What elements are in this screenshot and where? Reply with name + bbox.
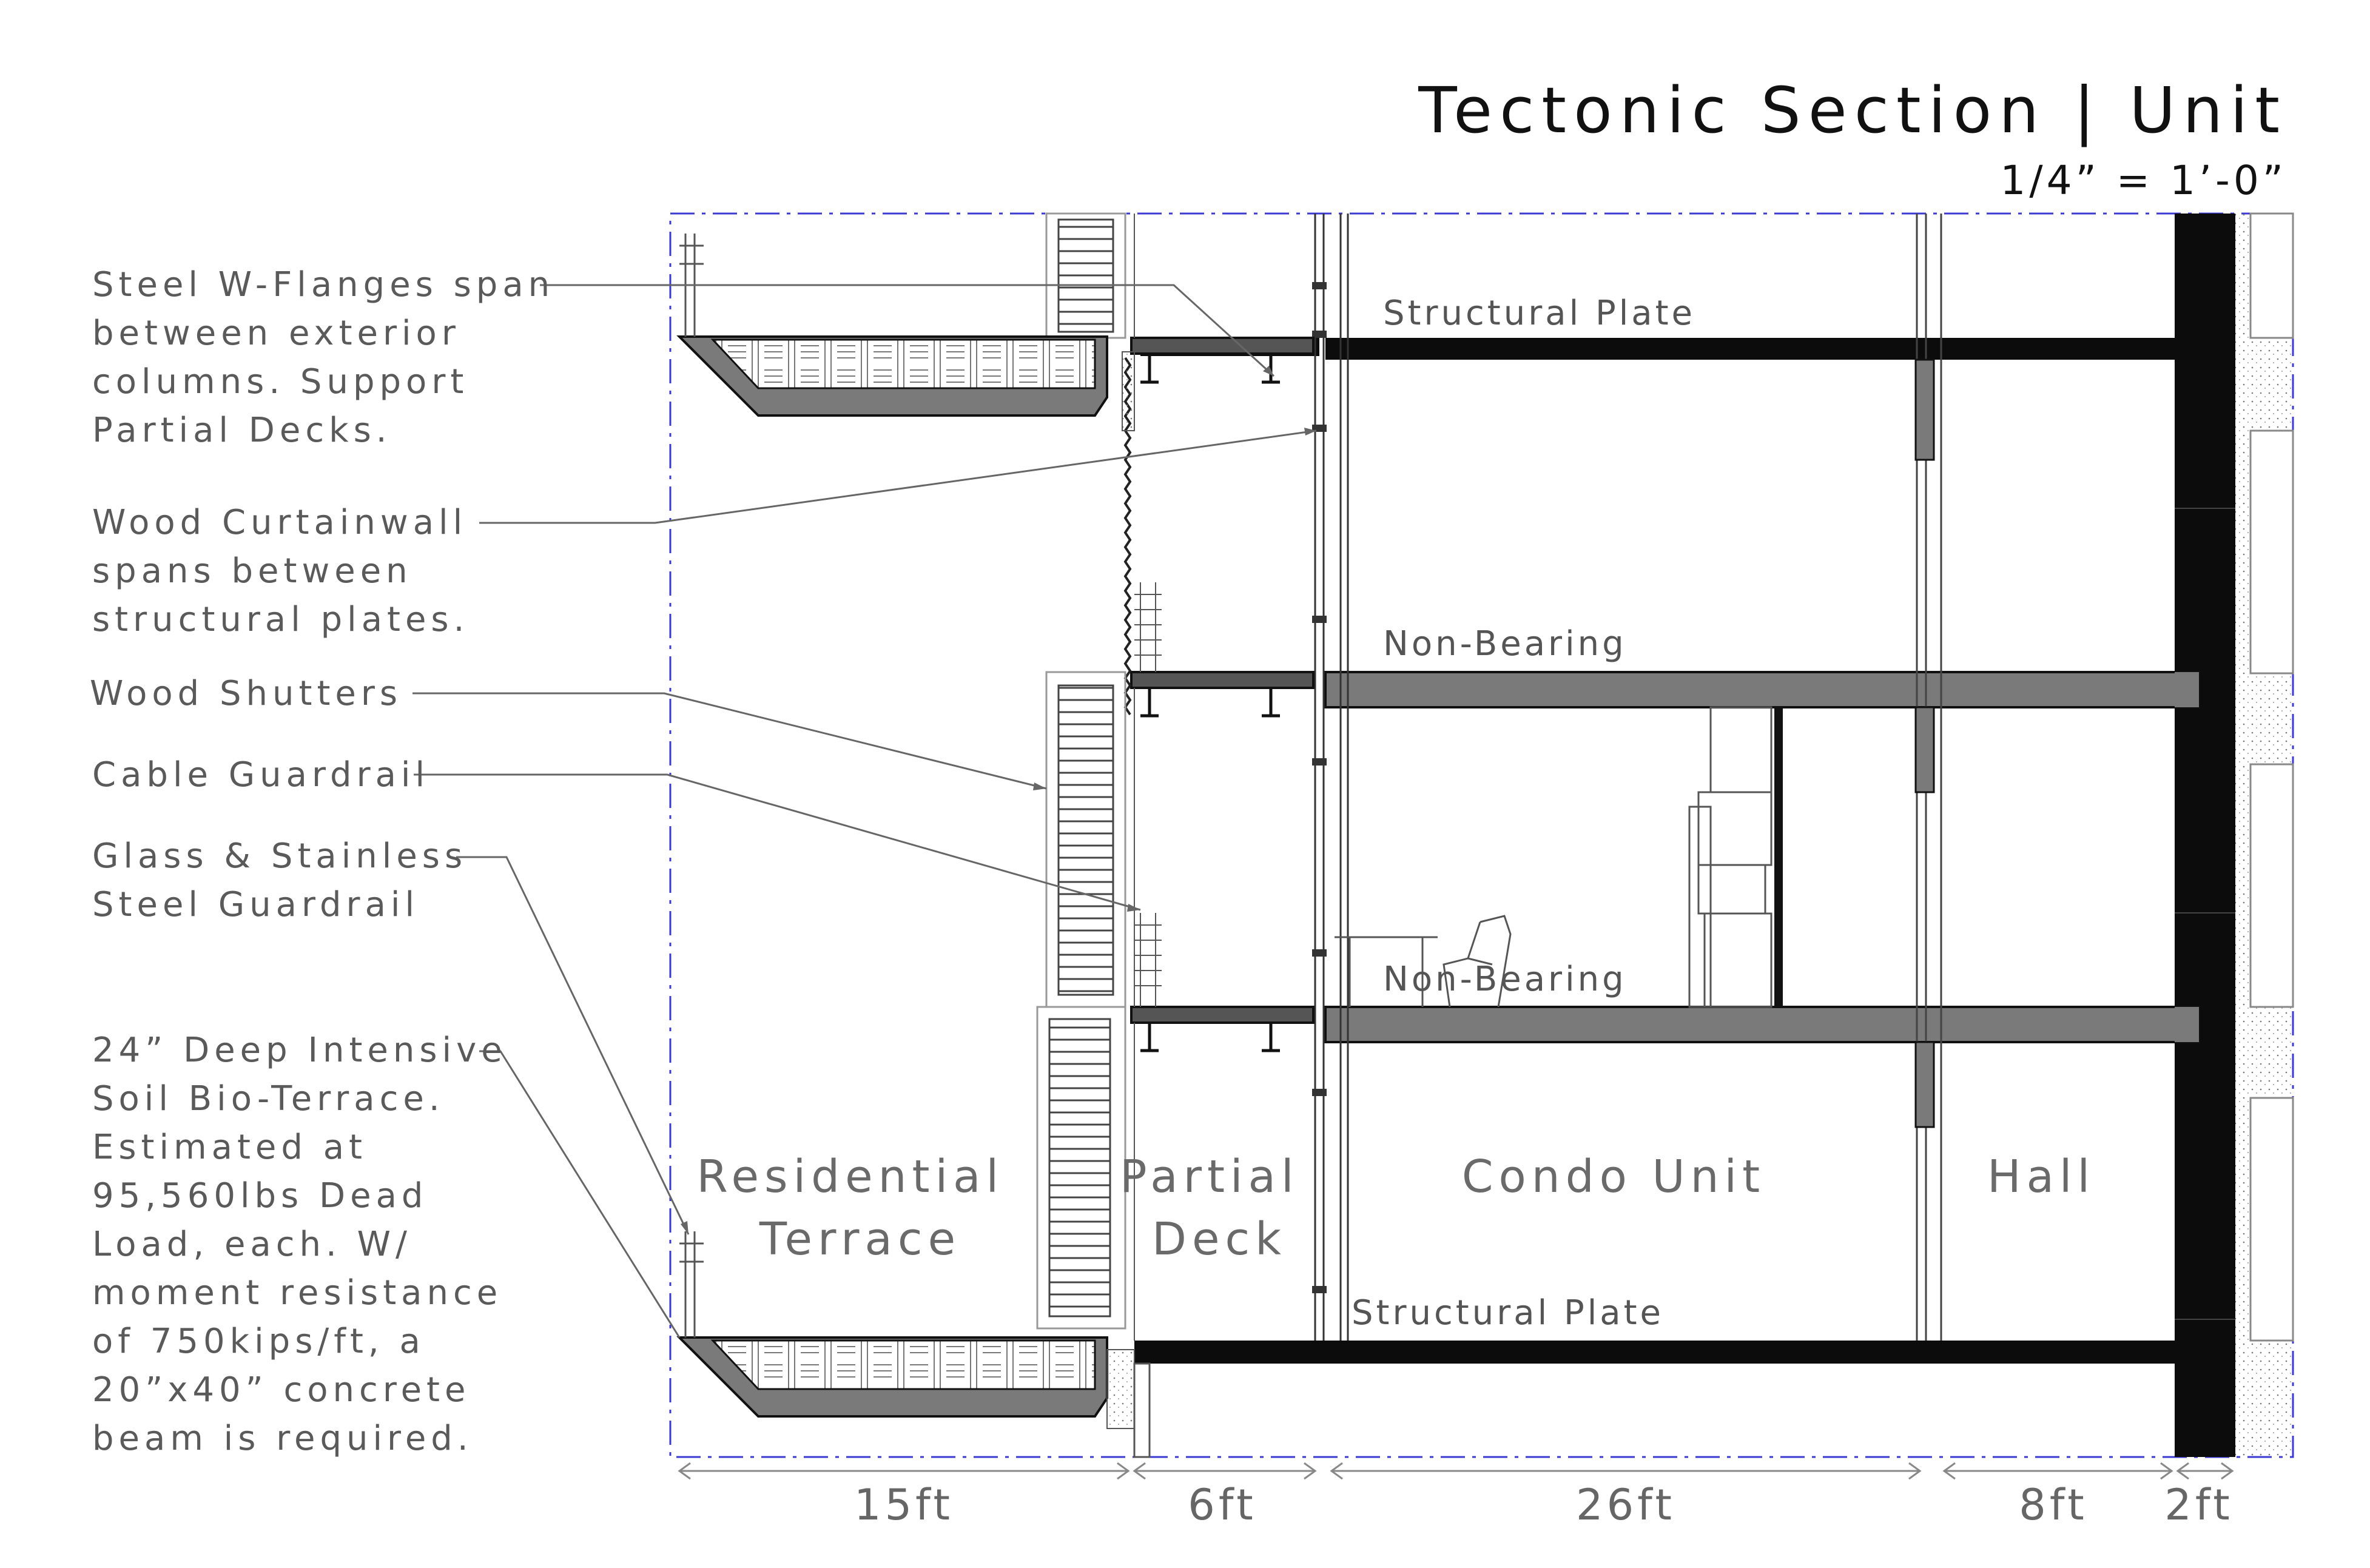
dim-2ft: 2ft — [2164, 1480, 2233, 1530]
room-residential-terrace: Residential Terrace — [696, 1151, 1023, 1265]
hall-column-top — [1914, 358, 1935, 461]
hall-column-low — [1914, 1041, 1935, 1128]
note-cable-guardrail: Cable Guardrail — [92, 755, 429, 795]
table-chair — [1335, 915, 1512, 1008]
note-curtainwall: Wood Curtainwall spans between structura… — [92, 503, 483, 639]
dimension-line — [678, 1462, 2234, 1480]
section-boundary — [669, 212, 2294, 1458]
room-hall: Hall — [1987, 1151, 2095, 1203]
note-glass-guardrail: Glass & Stainless Steel Guardrail — [92, 836, 483, 924]
dim-15ft: 15ft — [854, 1480, 954, 1530]
dim-26ft: 26ft — [1576, 1480, 1675, 1530]
note-shutters: Wood Shutters — [90, 674, 402, 713]
structural-plate-bottom — [1134, 1341, 2175, 1364]
label-structural-plate-bottom: Structural Plate — [1352, 1293, 1664, 1333]
bio-terrace-lower — [676, 1336, 1151, 1458]
drawing-title: Tectonic Section | Unit — [1418, 73, 2287, 147]
room-partial-deck: Partial Deck — [1120, 1151, 1319, 1265]
dim-8ft: 8ft — [2019, 1480, 2087, 1530]
structural-plate-top — [1325, 338, 2175, 360]
kitchen-partition — [1774, 707, 1783, 1007]
label-non-bearing-2: Non-Bearing — [1383, 960, 1627, 999]
partial-decks — [1130, 337, 1315, 1052]
core-wall — [2175, 214, 2235, 1457]
leader-lines — [412, 284, 1317, 1338]
label-non-bearing-1: Non-Bearing — [1383, 624, 1627, 664]
drawing-scale: 1/4” = 1’-0” — [2000, 157, 2287, 204]
note-w-flanges: Steel W-Flanges span between exterior co… — [92, 265, 570, 450]
room-condo-unit: Condo Unit — [1462, 1151, 1765, 1203]
dim-6ft: 6ft — [1188, 1480, 1256, 1530]
cable-guardrail-upper — [1134, 582, 1162, 672]
label-structural-plate-top: Structural Plate — [1383, 294, 1695, 333]
hall-column-mid — [1914, 706, 1935, 793]
cable-guardrail-lower — [1134, 913, 1162, 1007]
glass-guardrail-lower — [679, 1231, 704, 1338]
note-bio-terrace: 24” Deep Intensive Soil Bio-Terrace. Est… — [92, 1031, 523, 1458]
non-bearing-slab-2 — [1324, 1006, 2200, 1043]
bio-terrace-upper — [676, 335, 1135, 431]
non-bearing-slab-1 — [1324, 671, 2200, 708]
exterior-wall-panels — [2249, 212, 2294, 1342]
kitchen-cabinets — [1688, 706, 1772, 1008]
main-curtainwall — [1314, 214, 1349, 1341]
